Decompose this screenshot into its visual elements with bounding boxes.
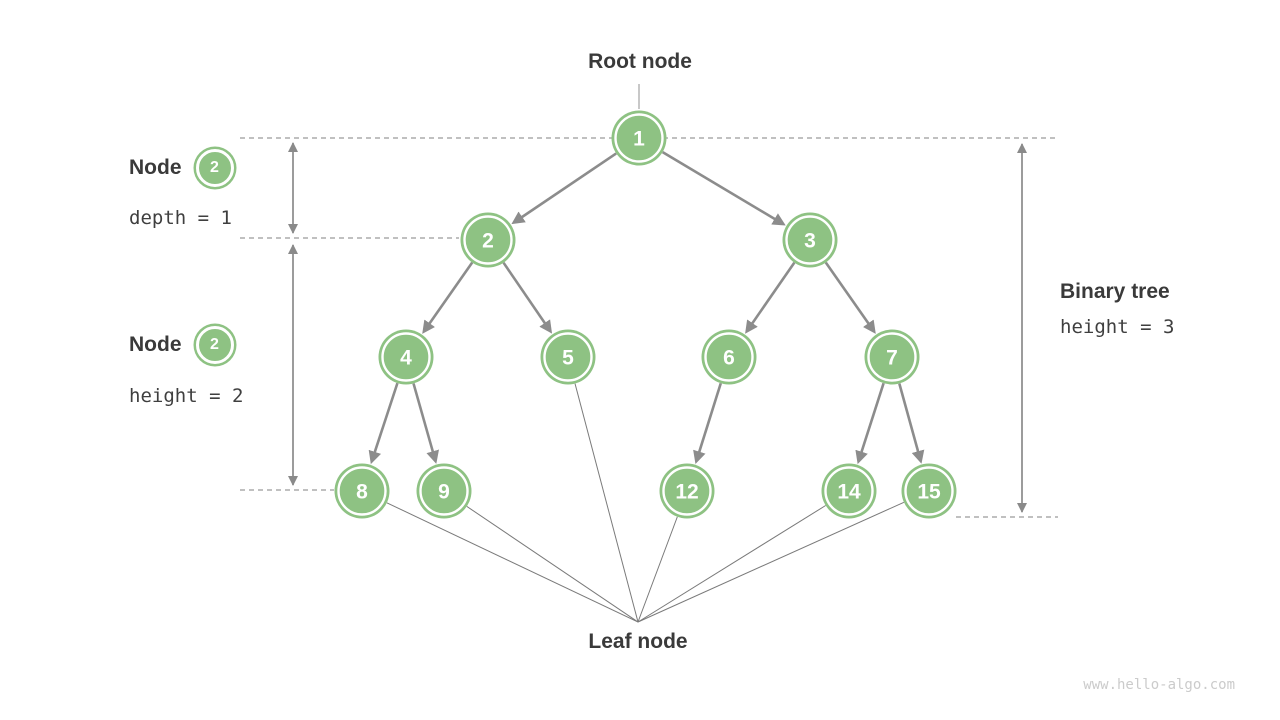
- edge-7-14: [855, 382, 885, 465]
- measurement-arrows: [288, 142, 1027, 513]
- tree-node-value: 4: [400, 347, 412, 370]
- tree-node-circle: [782, 212, 838, 268]
- node-height-legend-badge: 2: [195, 326, 234, 364]
- tree-node-value: 6: [723, 347, 735, 370]
- tree-node-circle: [701, 329, 757, 385]
- tree-node-4: 4: [378, 329, 434, 385]
- tree-node-value: 12: [675, 481, 698, 504]
- tree-node-inner-ring: [662, 466, 712, 516]
- root-node-label: Root node: [588, 50, 692, 73]
- edge-4-8: [368, 382, 399, 465]
- leaf-fan-line-15: [637, 501, 905, 623]
- tree-node-14: 14: [821, 463, 877, 519]
- node-depth-legend-badge: 2: [195, 149, 234, 187]
- tree-node-inner-ring: [381, 332, 431, 382]
- tree-node-inner-ring: [463, 215, 513, 265]
- tree-node-15: 15: [901, 463, 957, 519]
- binary-tree-height-legend: Binary tree height = 3: [1060, 280, 1174, 338]
- edge-2-5: [502, 261, 553, 334]
- tree-node-circle: [540, 329, 596, 385]
- tree-node-inner-ring: [704, 332, 754, 382]
- tree-node-5: 5: [540, 329, 596, 385]
- edge-6-12: [693, 382, 723, 465]
- tree-node-inner-ring: [824, 466, 874, 516]
- leaf-fan-line-14: [637, 505, 826, 623]
- tree-node-circle: [821, 463, 877, 519]
- tree-node-value: 7: [886, 347, 898, 370]
- tree-node-1: 1: [611, 110, 667, 166]
- binary-tree-height-title: Binary tree: [1060, 280, 1170, 303]
- tree-node-circle: [901, 463, 957, 519]
- tree-node-circle: [416, 463, 472, 519]
- edge-4-9: [412, 383, 439, 464]
- tree-node-7: 7: [864, 329, 920, 385]
- depth-formula: depth = 1: [129, 207, 232, 229]
- tree-node-6: 6: [701, 329, 757, 385]
- tree-node-12: 12: [659, 463, 715, 519]
- tree-node-circle: [460, 212, 516, 268]
- tree-node-value: 8: [356, 481, 368, 504]
- tree-node-value: 3: [804, 230, 816, 253]
- tree-node-circle: [378, 329, 434, 385]
- tree-node-inner-ring: [904, 466, 954, 516]
- node-height-formula: height = 2: [129, 385, 244, 407]
- leaf-node-label: Leaf node: [588, 630, 688, 653]
- leaf-fan-line-12: [637, 516, 678, 623]
- tree-node-value: 1: [633, 128, 645, 151]
- leaf-fan-line-8: [386, 502, 639, 623]
- tree-node-circle: [864, 329, 920, 385]
- leaf-fan-lines: [386, 383, 905, 623]
- edge-1-2: [511, 152, 617, 225]
- leaf-fan-line-9: [466, 505, 639, 623]
- node-height-legend-text: Node: [129, 333, 182, 356]
- tree-node-inner-ring: [614, 113, 664, 163]
- node-height-legend: Node 2: [129, 326, 234, 364]
- tree-node-8: 8: [334, 463, 390, 519]
- reference-dashed-lines: [240, 137, 1058, 518]
- tree-node-value: 14: [837, 481, 861, 504]
- watermark: www.hello-algo.com: [1083, 677, 1235, 693]
- tree-node-circle: [334, 463, 390, 519]
- tree-node-inner-ring: [337, 466, 387, 516]
- tree-node-2: 2: [460, 212, 516, 268]
- node-depth-legend-text: Node: [129, 156, 182, 179]
- tree-edges: [368, 150, 925, 465]
- tree-node-inner-ring: [543, 332, 593, 382]
- tree-node-value: 2: [482, 230, 494, 253]
- tree-node-3: 3: [782, 212, 838, 268]
- binary-tree-height-formula: height = 3: [1060, 316, 1175, 338]
- tree-node-9: 9: [416, 463, 472, 519]
- leaf-fan-line-5: [574, 383, 639, 623]
- node-depth-legend: Node 2: [129, 149, 234, 187]
- tree-node-inner-ring: [419, 466, 469, 516]
- tree-node-inner-ring: [867, 332, 917, 382]
- edge-2-4: [422, 261, 474, 334]
- edge-3-6: [745, 261, 796, 334]
- tree-node-circle: [659, 463, 715, 519]
- tree-node-circle: [611, 110, 667, 166]
- edge-7-15: [898, 383, 925, 464]
- edge-1-3: [661, 150, 786, 226]
- tree-node-value: 9: [438, 481, 450, 504]
- tree-node-value: 15: [917, 481, 941, 504]
- edge-3-7: [824, 261, 876, 334]
- tree-node-value: 5: [562, 347, 574, 370]
- tree-node-inner-ring: [785, 215, 835, 265]
